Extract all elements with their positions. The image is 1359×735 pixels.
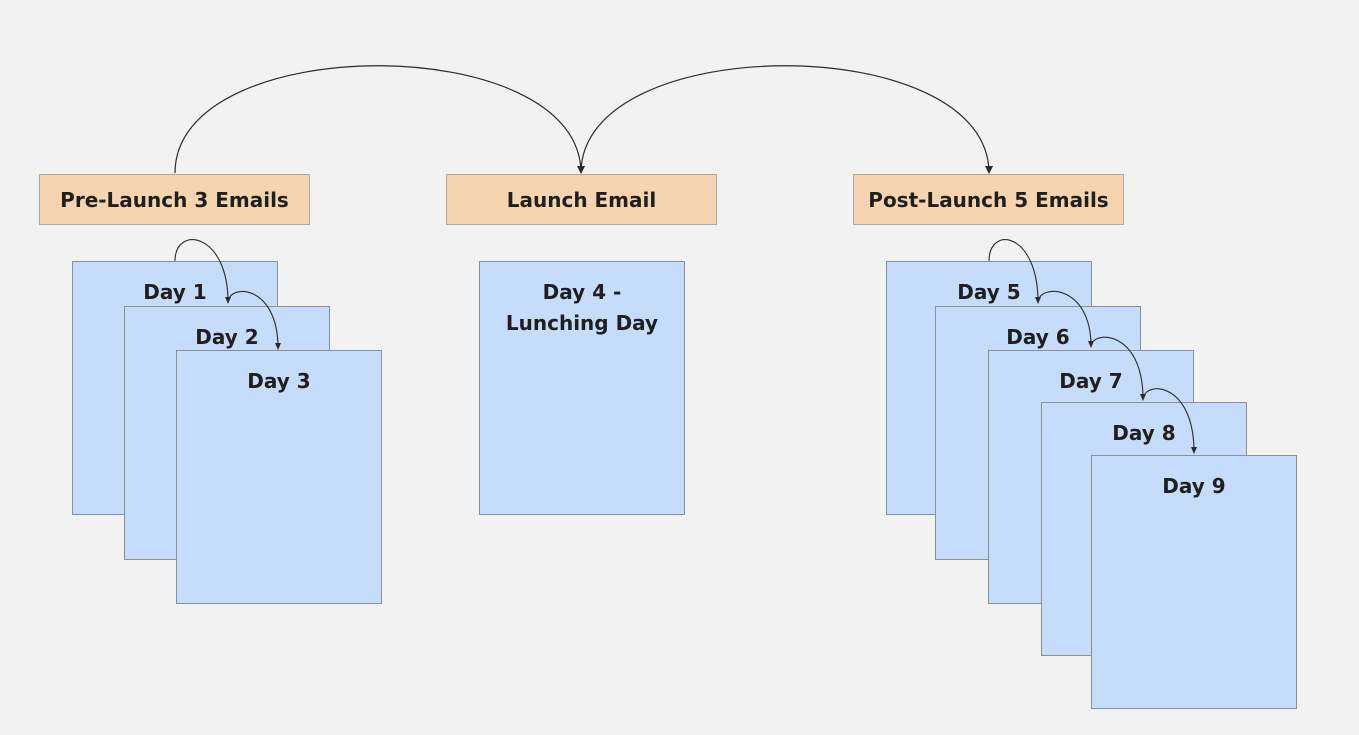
card-day-4[interactable]: Day 4 - Lunching Day bbox=[479, 261, 685, 515]
card-day-6-label: Day 6 bbox=[1006, 325, 1070, 349]
card-day-7-label: Day 7 bbox=[1059, 369, 1123, 393]
arrowhead-postlaunch bbox=[985, 166, 993, 174]
card-day-3[interactable]: Day 3 bbox=[176, 350, 382, 604]
card-day-4-label: Day 4 - Lunching Day bbox=[505, 280, 659, 335]
arc-launch-to-postlaunch bbox=[580, 65, 990, 174]
header-launch[interactable]: Launch Email bbox=[446, 174, 717, 225]
header-post-launch[interactable]: Post-Launch 5 Emails bbox=[853, 174, 1124, 225]
header-pre-launch[interactable]: Pre-Launch 3 Emails bbox=[39, 174, 310, 225]
card-day-1-label: Day 1 bbox=[143, 280, 207, 304]
card-day-8-label: Day 8 bbox=[1112, 421, 1176, 445]
card-day-9-label: Day 9 bbox=[1162, 474, 1226, 498]
card-day-5-label: Day 5 bbox=[957, 280, 1021, 304]
card-day-9[interactable]: Day 9 bbox=[1091, 455, 1297, 709]
card-day-2-label: Day 2 bbox=[195, 325, 259, 349]
card-day-3-label: Day 3 bbox=[247, 369, 311, 393]
arc-prelaunch-to-launch bbox=[174, 65, 582, 174]
arrowhead-launch bbox=[577, 166, 585, 174]
